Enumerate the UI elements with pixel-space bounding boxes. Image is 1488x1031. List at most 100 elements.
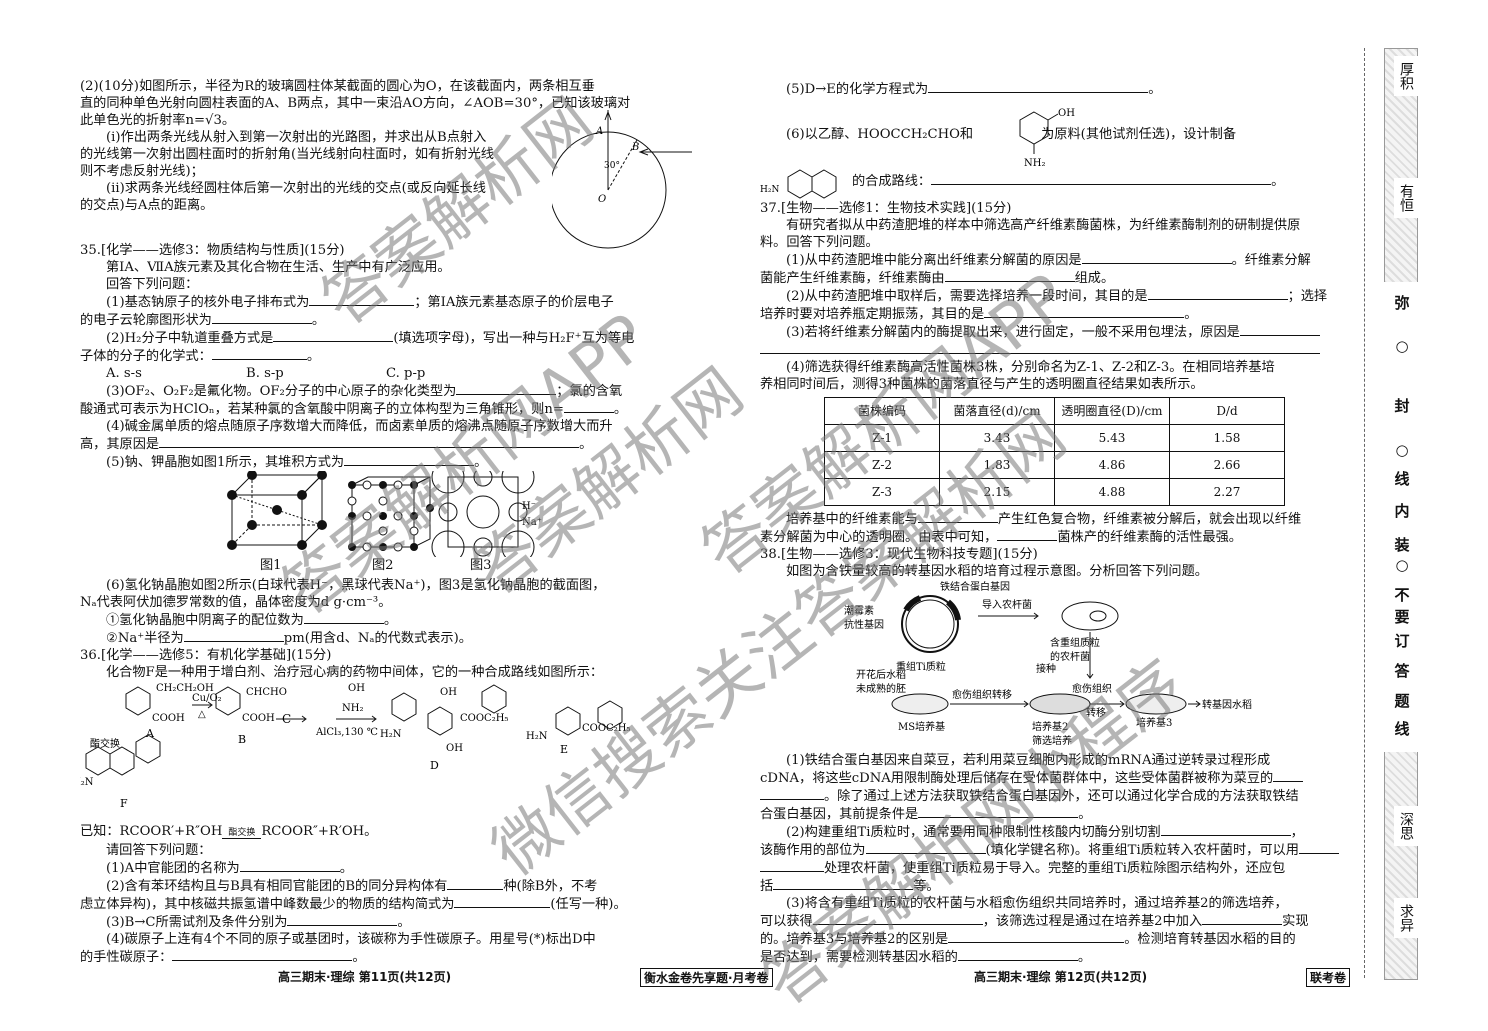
q35-line: Nₐ代表阿伏加德罗常数的值，晶体密度为d g·cm⁻³。 [80,595,392,610]
answer-blank[interactable] [944,269,1075,282]
answer-blank[interactable] [1298,841,1339,854]
q36-text: (1)A中官能团的名称为 [106,861,240,876]
q36-title: 36.[化学——选修5：有机化学基础](15分) [80,648,332,663]
q35-text: 的电子云轮廓图形状为 [80,313,212,328]
answer-blank[interactable] [812,912,983,925]
answer-blank[interactable] [928,80,1149,93]
answer-blank[interactable] [211,311,312,324]
e-ester: COOC₂H₅ [582,723,630,734]
answer-blank[interactable] [303,611,384,624]
q38-text: 实现 [1282,914,1309,929]
motto-1: 厚积 [1394,56,1418,96]
figure-1-caption: 图1 [260,558,282,573]
table-cell: 5.43 [1054,424,1170,452]
hydride-label: H⁻ [522,501,536,512]
q38-text: (2)构建重组Ti质粒时，通常要用同种限制性核酸内切酶分别切割 [786,825,1161,840]
answer-blank[interactable] [344,453,475,466]
answer-blank[interactable] [773,877,914,890]
d-ester: COOC₂H₅ [460,713,508,724]
table-cell: Z-1 [824,424,940,452]
q35-text: 。 [306,349,321,364]
table-row: Z-2 1.83 4.86 2.66 [824,451,1285,479]
answer-blank[interactable] [211,347,307,360]
q35-line: (4)碱金属单质的熔点随原子序数增大而降低，而卤素单质的熔沸点随原子序数增大而升 [106,419,613,434]
answer-blank[interactable] [1160,823,1291,836]
answer-blank[interactable] [984,305,1185,318]
b-cooh: COOH [242,713,275,724]
compound-b-label: B [238,733,246,746]
footer-brand: 衡水金卷先享题·月考卷 [640,968,773,987]
q38-text: 处理农杆菌，使重组Ti质粒易于导入。完整的重组Ti质粒除图示结构外，还应包 [824,861,1286,876]
b-substituent: CHCHO [246,687,287,698]
into-agrobacterium-label: 导入农杆菌 [982,598,1032,611]
q37-text: (2)从中药渣肥堆中取样后，需要选择培养一段时间，其目的是 [786,289,1148,304]
answer-blank[interactable] [239,859,340,872]
answer-blank[interactable] [918,805,1079,818]
answer-blank[interactable] [1273,769,1304,782]
answer-blank[interactable] [447,877,504,890]
a-cooh: COOH [152,713,185,724]
seal-line-panel [1384,282,1418,752]
answer-blank[interactable] [1202,912,1283,925]
seal-char: 封 [1394,397,1410,415]
q35-text: ；氯的含氧 [556,384,623,399]
answer-blank[interactable] [563,400,614,413]
q35-title: 35.[化学——选修3：物质结构与性质](15分) [80,243,345,258]
q38-text: ，该筛选过程是通过在培养基2中加入 [982,914,1203,929]
q36-text: 。 [352,950,366,965]
selection-label: 筛选培养 [1032,734,1072,747]
table-header: 菌落直径(d)/cm [939,397,1055,425]
answer-blank[interactable] [931,172,1272,185]
q38-text: cDNA，将这些cDNA用限制酶处理后储存在受体菌群体中，这些受体菌群被称为菜豆… [760,771,1274,786]
q37-title: 37.[生物——选修1：生物技术实践](15分) [760,201,1012,216]
answer-blank[interactable] [454,895,551,908]
q34-line: 直的同种单色光射向圆柱表面的A、B两点，其中一束沿AO方向，∠AOB=30°，已… [80,96,631,111]
q36-line: 请回答下列问题： [106,843,212,858]
resistance-gene-label: 抗性基因 [844,618,884,631]
q35-text: (填选项字母)，写出一种与H₂F⁺互为等电 [393,331,635,346]
answer-blank[interactable] [865,841,986,854]
q37-text: (3)若将纤维素分解菌内的酶提取出来，进行固定，一般不采用包埋法，原因是 [786,325,1240,340]
rice-embryo-label-2: 未成熟的胚 [856,682,906,695]
oh-label: OH [1058,108,1075,119]
answer-blank[interactable] [1081,251,1232,264]
q37-text: 组成。 [1074,271,1115,286]
q36-text: 。 [1271,174,1285,189]
q37-line: 料。回答下列问题。 [760,235,879,250]
answer-blank[interactable] [273,329,394,342]
q34-line: 此单色光的折射率n=√3。 [80,113,236,128]
q37-text: (1)从中药渣肥堆中能分离出纤维素分解菌的原因是 [786,253,1082,268]
nh2-label: NH₂ [1024,158,1045,169]
q35-text: 。 [474,455,488,470]
seal-char: 答 [1394,662,1410,680]
answer-blank[interactable] [957,948,1078,961]
answer-blank[interactable] [159,435,580,448]
answer-blank[interactable] [183,629,284,642]
left-page: (2)(10分)如图所示，半径为R的玻璃圆柱体某截面的圆心为O，在该截面内，两条… [80,78,680,966]
answer-blank[interactable] [309,293,415,306]
agrobacterium-label-1: 含重组质粒 [1050,636,1100,649]
q35-text: 子体的分子的化学式： [80,349,212,364]
answer-blank[interactable] [760,787,824,800]
answer-blank[interactable] [997,528,1058,541]
answer-blank[interactable] [1239,323,1320,336]
q34-line: (2)(10分)如图所示，半径为R的玻璃圆柱体某截面的圆心为O，在该截面内，两条… [80,79,595,94]
motto-2: 有恒 [1394,178,1418,218]
answer-blank[interactable] [1147,287,1288,300]
answer-blank[interactable] [760,859,824,872]
reagent-nh2: NH₂ [342,703,363,714]
q35-line: 回答下列问题： [106,277,199,292]
answer-blank[interactable] [456,382,557,395]
h2n-label: H₂N [760,185,779,195]
answer-blank[interactable] [287,913,398,926]
answer-blank[interactable] [917,510,998,523]
q36-line: (4)碳原子上连有4个不同的原子或基团时，该碳称为手性碳原子。用星号(*)标出D… [106,932,596,947]
answer-blank[interactable] [760,341,1320,354]
answer-blank[interactable] [172,948,353,961]
compound-d-label: D [430,759,439,772]
q38-text: 该酶作用的部位为 [760,843,866,858]
q36-text: (3)B→C所需试剂及条件分别为 [106,915,288,930]
q38-text: 等。 [913,879,940,894]
answer-blank[interactable] [948,930,1125,943]
compound-a-label: A [145,727,155,740]
